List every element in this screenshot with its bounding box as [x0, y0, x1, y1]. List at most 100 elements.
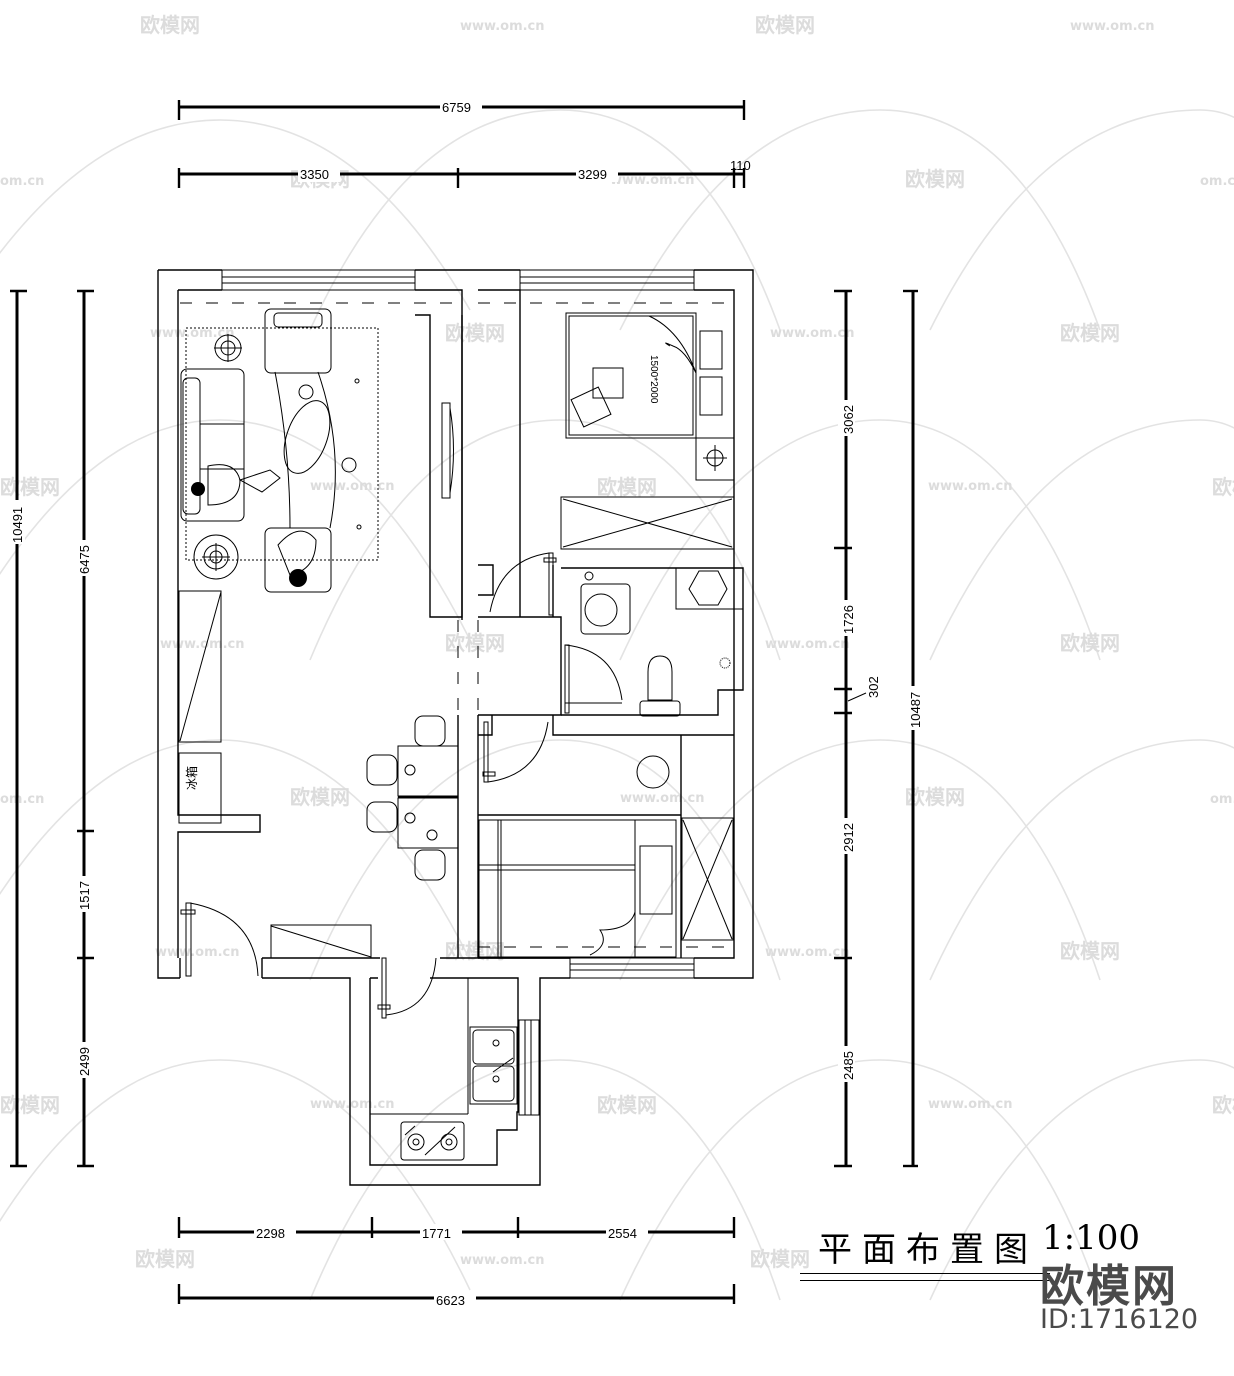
svg-text:2499: 2499 [77, 1047, 92, 1076]
svg-text:www.om.cn: www.om.cn [765, 945, 850, 960]
floor-drain [719, 657, 731, 669]
svg-text:1771: 1771 [422, 1226, 451, 1241]
svg-text:欧模网: 欧模网 [755, 13, 815, 37]
svg-text:欧模网: 欧模网 [905, 167, 965, 191]
svg-text:3062: 3062 [841, 405, 856, 434]
dimension-right-overall: 10487 [903, 289, 923, 1168]
plant-pot-bottom [193, 534, 239, 580]
armchair-top [264, 308, 332, 374]
gas-stove [400, 1121, 465, 1161]
svg-text:www.om.cn: www.om.cn [770, 326, 855, 341]
svg-text:欧模网: 欧模网 [140, 13, 200, 37]
title-underline [800, 1273, 1050, 1274]
tv-unit [441, 402, 454, 499]
svg-text:欧模网: 欧模网 [1060, 631, 1120, 655]
svg-text:2485: 2485 [841, 1051, 856, 1080]
svg-text:www.om.cn: www.om.cn [460, 1253, 545, 1268]
area-rug [185, 327, 379, 561]
svg-text:欧模网: 欧模网 [597, 1093, 657, 1117]
svg-text:1517: 1517 [77, 881, 92, 910]
svg-text:www.om.cn: www.om.cn [928, 1097, 1013, 1112]
dimension-right-segments: 3062 1726 302 2912 2485 [834, 289, 881, 1168]
svg-text:3299: 3299 [578, 167, 607, 182]
armchair-bottom [264, 527, 332, 593]
dimension-top-segments: 3350 3299 110 [177, 158, 751, 188]
dimension-top-overall: 6759 [177, 99, 746, 120]
svg-text:2298: 2298 [256, 1226, 285, 1241]
kitchen-door [377, 957, 437, 1019]
kitchen-sink [469, 1026, 518, 1105]
coffee-table [274, 371, 362, 530]
svg-text:6475: 6475 [77, 545, 92, 574]
svg-text:6623: 6623 [436, 1293, 465, 1308]
shower-basin [675, 567, 744, 610]
svg-text:10487: 10487 [908, 692, 923, 728]
svg-text:om.cn: om.cn [1210, 792, 1234, 807]
svg-text:欧模网: 欧模网 [905, 785, 965, 809]
svg-text:欧模网: 欧模网 [0, 1093, 60, 1117]
svg-text:www.om.cn: www.om.cn [460, 19, 545, 34]
washing-machine [580, 571, 631, 635]
fridge: 冰箱 [178, 752, 222, 824]
watermark-pattern: 欧模网 欧模网 www.om.cn www.om.cn om.cn 欧模网 ww… [0, 13, 1234, 1301]
svg-text:1726: 1726 [841, 605, 856, 634]
svg-text:欧模网: 欧模网 [1212, 475, 1234, 499]
svg-text:欧模网: 欧模网 [1060, 321, 1120, 345]
sofa [180, 368, 245, 522]
drawing-scale: 1:100 [1042, 1218, 1140, 1258]
dimension-left-overall: 10491 [8, 289, 27, 1168]
toilet [639, 655, 681, 717]
svg-text:www.om.cn: www.om.cn [928, 479, 1013, 494]
round-stool [636, 755, 670, 789]
storage-cabinet [178, 590, 222, 743]
svg-text:欧模网: 欧模网 [0, 475, 60, 499]
svg-text:www.om.cn: www.om.cn [310, 479, 395, 494]
svg-text:欧模网: 欧模网 [1212, 1093, 1234, 1117]
svg-text:www.om.cn: www.om.cn [150, 326, 235, 341]
svg-text:欧模网: 欧模网 [135, 1247, 195, 1271]
svg-text:欧模网: 欧模网 [750, 1247, 810, 1271]
single-bed [478, 819, 677, 958]
watermark-id: ID:1716120 [1040, 1304, 1199, 1335]
watermark-logo: 欧模网 [1040, 1261, 1178, 1312]
person-figures [191, 464, 317, 587]
svg-text:302: 302 [866, 676, 881, 698]
dimension-bottom-segments: 2298 1771 2554 [177, 1217, 736, 1241]
dining-table [366, 715, 459, 881]
svg-text:冰箱: 冰箱 [184, 766, 199, 790]
svg-text:www.om.cn: www.om.cn [155, 945, 240, 960]
dimension-bottom-overall: 6623 [177, 1284, 736, 1308]
svg-text:www.om.cn: www.om.cn [610, 173, 695, 188]
wardrobe-second [681, 817, 734, 941]
svg-text:6759: 6759 [442, 100, 471, 115]
svg-text:1500*2000: 1500*2000 [648, 355, 659, 404]
svg-text:om.cn: om.cn [0, 792, 44, 807]
svg-text:欧模网: 欧模网 [597, 475, 657, 499]
title-underline-2 [800, 1280, 1050, 1281]
svg-text:www.om.cn: www.om.cn [620, 791, 705, 806]
svg-text:110: 110 [730, 158, 751, 173]
svg-text:om.cn: om.cn [1200, 174, 1234, 189]
svg-text:www.om.cn: www.om.cn [1070, 19, 1155, 34]
svg-text:om.cn: om.cn [0, 174, 44, 189]
bath-door [564, 644, 623, 714]
svg-text:www.om.cn: www.om.cn [765, 637, 850, 652]
svg-text:欧模网: 欧模网 [445, 631, 505, 655]
svg-text:2554: 2554 [608, 1226, 637, 1241]
wardrobe-master [560, 496, 735, 550]
bedroom2-door [482, 721, 549, 783]
double-bed: 1500*2000 [565, 312, 697, 439]
plant-pot-top [214, 334, 242, 362]
svg-text:欧模网: 欧模网 [445, 939, 505, 963]
svg-text:欧模网: 欧模网 [1060, 939, 1120, 963]
svg-text:欧模网: 欧模网 [445, 321, 505, 345]
bedroom-door [489, 552, 557, 616]
svg-text:10491: 10491 [10, 507, 25, 543]
entry-door [180, 902, 259, 977]
bedside-items [695, 330, 735, 481]
svg-text:3350: 3350 [300, 167, 329, 182]
exterior-walls [157, 269, 754, 1186]
svg-text:www.om.cn: www.om.cn [160, 637, 245, 652]
svg-text:www.om.cn: www.om.cn [310, 1097, 395, 1112]
